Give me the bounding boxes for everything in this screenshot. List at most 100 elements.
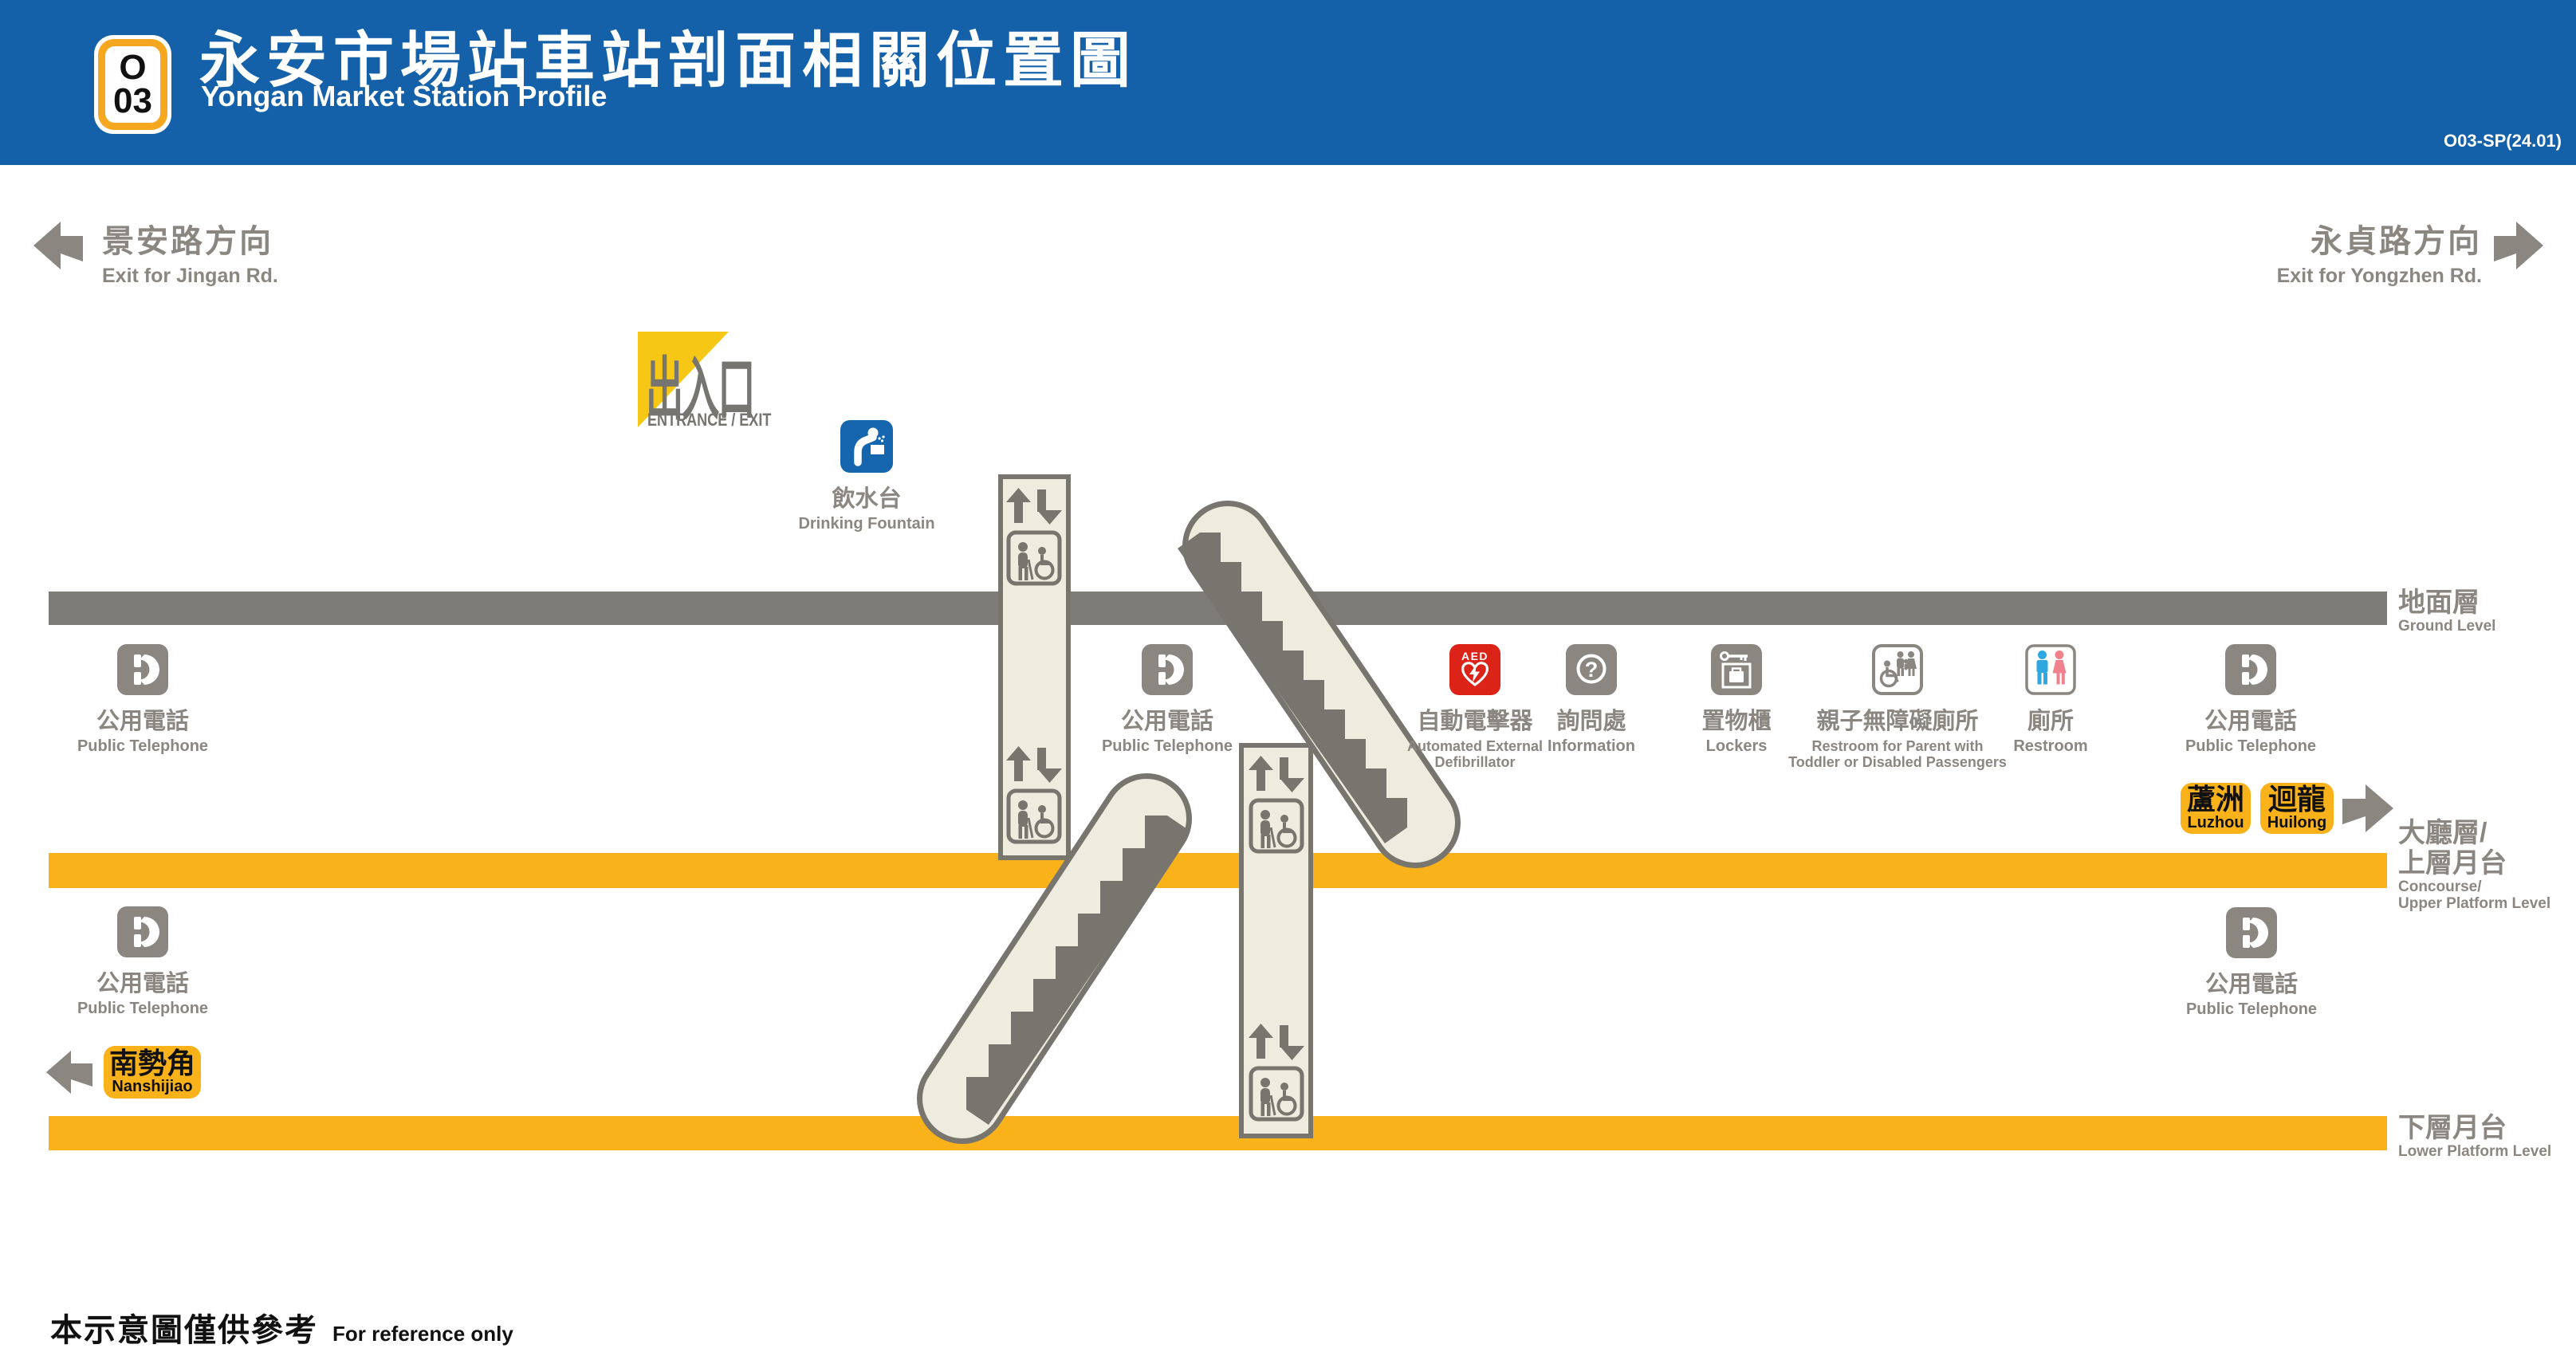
station-code-line: O — [119, 48, 147, 88]
facility-label-en: Information — [1548, 737, 1635, 755]
facility-drinking-fountain: 飲水台 Drinking Fountain — [763, 420, 970, 533]
station-code-ring: O 03 — [98, 39, 167, 130]
facility-label-zh: 公用電話 — [2204, 972, 2298, 997]
facility-label-zh: 飲水台 — [832, 486, 902, 512]
public-telephone-icon — [117, 644, 168, 695]
lower-platform-bar — [49, 1116, 2387, 1150]
facility-label-en: Public Telephone — [1101, 737, 1233, 755]
arrow-right-icon — [2342, 784, 2393, 832]
level-zh: 大廳層/ — [2398, 818, 2488, 848]
entrance-exit-triangle — [638, 332, 729, 427]
level-zh: 上層月台 — [2398, 848, 2507, 878]
public-telephone-icon — [2225, 644, 2276, 695]
information-icon — [1566, 644, 1617, 695]
level-label-lower: 下層月台 Lower Platform Level — [2398, 1113, 2576, 1160]
facility-public-telephone-ground-left: 公用電話 Public Telephone — [47, 644, 238, 755]
destination-badge-huilong: 迴龍 Huilong — [2260, 783, 2334, 834]
facility-label-zh: 置物櫃 — [1701, 709, 1772, 734]
page-title-en: Yongan Market Station Profile — [201, 80, 608, 112]
public-telephone-icon — [1142, 644, 1193, 695]
reference-note-zh: 本示意圖僅供參考 — [50, 1313, 318, 1348]
restroom-icon — [2025, 644, 2076, 695]
arrow-left-icon — [46, 1051, 92, 1094]
direction-jingan-en: Exit for Jingan Rd. — [102, 265, 278, 287]
destination-en: Luzhou — [2187, 814, 2244, 831]
facility-label-zh: 公用電話 — [96, 971, 189, 996]
reference-note-en: For reference only — [332, 1322, 513, 1346]
facility-label-en: Toddler or Disabled Passengers — [1788, 754, 2007, 770]
facility-restroom: 廁所 Restroom — [1955, 644, 2146, 755]
escalator-steps — [966, 816, 1190, 1125]
facility-label-zh: 親子無障礙廁所 — [1816, 709, 1979, 734]
facility-label-en: Lockers — [1705, 737, 1768, 755]
destination-badge-luzhou: 蘆洲 Luzhou — [2181, 783, 2251, 834]
destination-en: Huilong — [2267, 814, 2327, 831]
facility-label-en: Restroom — [2013, 737, 2088, 755]
arrow-left-icon — [33, 222, 83, 269]
level-en: Lower Platform Level — [2398, 1143, 2552, 1160]
destination-zh: 南勢角 — [108, 1047, 195, 1079]
level-en: Upper Platform Level — [2398, 895, 2551, 912]
station-code-number: 03 — [113, 81, 152, 120]
destination-zh: 迴龍 — [2267, 783, 2326, 816]
escalator-steps — [1178, 533, 1407, 843]
facility-information: 詢問處 Information — [1496, 644, 1687, 755]
facility-label-en: Public Telephone — [77, 737, 209, 755]
public-telephone-icon — [2226, 907, 2277, 958]
facility-label-zh: 公用電話 — [96, 709, 189, 734]
station-code-badge: O 03 — [94, 35, 171, 134]
facility-label-en: Defibrillator — [1434, 754, 1516, 770]
facility-label-en: Restroom for Parent with — [1811, 738, 1984, 754]
facility-label-en: Public Telephone — [2185, 1000, 2318, 1018]
direction-yongzhen: 永貞路方向 Exit for Yongzhen Rd. — [2277, 215, 2482, 288]
elevator-ground-concourse — [998, 474, 1071, 860]
level-zh: 地面層 — [2398, 588, 2480, 618]
facility-lockers: 置物櫃 Lockers — [1641, 644, 1832, 755]
facility-label-en: Public Telephone — [77, 1000, 209, 1017]
escalator-ground-to-concourse — [1178, 501, 1461, 868]
level-en: Concourse/ — [2398, 878, 2482, 895]
facility-label-zh: 詢問處 — [1556, 709, 1626, 734]
concourse-level-bar — [49, 853, 2387, 888]
facility-label-zh: 公用電話 — [1120, 709, 1213, 734]
facility-accessible-restroom: 親子無障礙廁所 Restroom for Parent with Toddler… — [1762, 644, 2033, 770]
entrance-exit-en: ENTRANCE / EXIT — [647, 410, 772, 430]
facility-public-telephone-ground-mid: 公用電話 Public Telephone — [1072, 644, 1263, 755]
level-label-ground: 地面層 Ground Level — [2398, 588, 2576, 635]
lockers-icon — [1711, 644, 1762, 695]
destination-zh: 蘆洲 — [2186, 783, 2244, 816]
aed-icon — [1449, 644, 1500, 695]
level-zh: 下層月台 — [2398, 1113, 2507, 1143]
facility-label-en: Public Telephone — [2185, 737, 2317, 755]
direction-yongzhen-zh: 永貞路方向 — [2311, 224, 2482, 259]
facility-label-zh: 自動電擊器 — [1417, 709, 1533, 734]
destination-en: Nanshijiao — [112, 1078, 193, 1095]
facility-label-en: Drinking Fountain — [798, 515, 935, 533]
drinking-fountain-icon — [840, 420, 893, 473]
escalator-lower-to-concourse — [917, 773, 1192, 1144]
facility-public-telephone-concourse-right: 公用電話 Public Telephone — [2156, 907, 2347, 1018]
facility-public-telephone-concourse-left: 公用電話 Public Telephone — [47, 906, 238, 1017]
public-telephone-icon — [117, 906, 168, 957]
direction-yongzhen-en: Exit for Yongzhen Rd. — [2276, 265, 2482, 287]
level-label-concourse: 大廳層/ 上層月台 Concourse/ Upper Platform Leve… — [2398, 818, 2576, 912]
facility-aed: 自動電擊器 Automated External Defibrillator — [1379, 644, 1571, 770]
facility-label-zh: 公用電話 — [2204, 709, 2297, 734]
facility-label-zh: 廁所 — [2027, 709, 2074, 734]
accessible-restroom-icon — [1872, 644, 1923, 695]
entrance-exit-zh: 出入口 — [646, 352, 755, 428]
direction-jingan-zh: 景安路方向 — [102, 224, 273, 259]
arrow-right-icon — [2494, 222, 2543, 269]
elevator-concourse-lower — [1239, 743, 1313, 1138]
facility-label-en: Automated External — [1406, 738, 1544, 754]
station-code: O 03 — [105, 46, 160, 123]
header-bar: O 03 永安市場站車站剖面相關位置圖 Yongan Market Statio… — [0, 0, 2576, 165]
reference-note: 本示意圖僅供參考 For reference only — [50, 1304, 513, 1350]
facility-public-telephone-ground-right: 公用電話 Public Telephone — [2155, 644, 2346, 755]
page-title-zh: 永安市場站車站剖面相關位置圖 — [199, 27, 1137, 95]
direction-jingan: 景安路方向 Exit for Jingan Rd. — [102, 215, 278, 288]
document-code: O03-SP(24.01) — [2444, 131, 2562, 151]
level-en: Ground Level — [2398, 618, 2496, 635]
